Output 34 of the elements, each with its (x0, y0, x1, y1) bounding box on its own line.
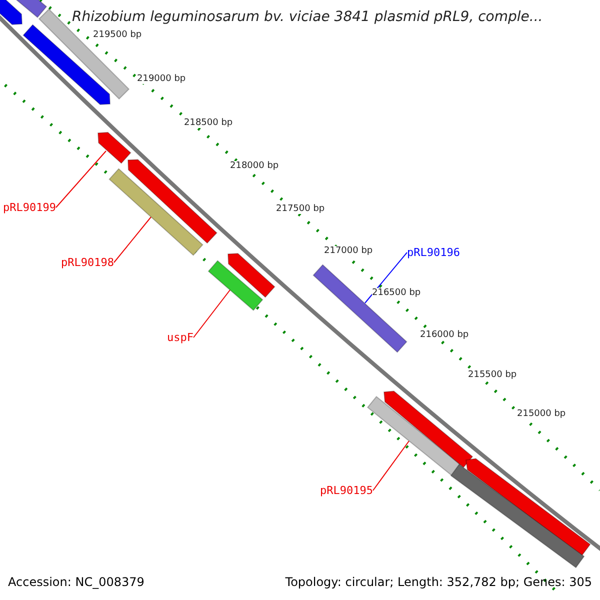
gene-feature (108, 168, 204, 256)
leader-line (193, 290, 230, 338)
position-label: 215500 bp (468, 370, 517, 380)
position-label: 216000 bp (420, 330, 469, 340)
position-label: 219500 bp (93, 30, 142, 40)
position-label: 218500 bp (184, 118, 233, 128)
gene-feature (450, 464, 585, 568)
gene-label: pRL90199 (3, 201, 56, 214)
position-label: 215000 bp (517, 409, 566, 419)
gene-feature (227, 253, 276, 298)
gene-label: pRL90195 (320, 484, 373, 497)
gene-feature (366, 396, 462, 476)
gene-feature (383, 390, 474, 468)
position-label: 218000 bp (230, 161, 279, 171)
leader-line (113, 216, 152, 263)
position-label: 217500 bp (276, 204, 325, 214)
title: Rhizobium leguminosarum bv. viciae 3841 plasmid pRL9, comple... (72, 9, 543, 25)
gene-feature (208, 260, 264, 311)
gene-feature (97, 132, 132, 164)
gene-feature (0, 0, 23, 25)
accession-text: Accession: NC_008379 (8, 575, 144, 589)
summary-text: Topology: circular; Length: 352,782 bp; Genes: 305 (285, 575, 592, 589)
gene-label: pRL90198 (61, 256, 114, 269)
position-label: 216500 bp (372, 288, 421, 298)
leader-line (55, 150, 106, 208)
gene-label: uspF (167, 331, 194, 344)
gene-feature (465, 458, 591, 556)
position-label: 219000 bp (137, 74, 186, 84)
leader-line (372, 440, 410, 491)
gene-label: pRL90196 (407, 246, 460, 259)
position-label: 217000 bp (324, 246, 373, 256)
gene-feature (312, 264, 408, 353)
gene-feature (127, 159, 218, 244)
leader-line (364, 252, 408, 304)
